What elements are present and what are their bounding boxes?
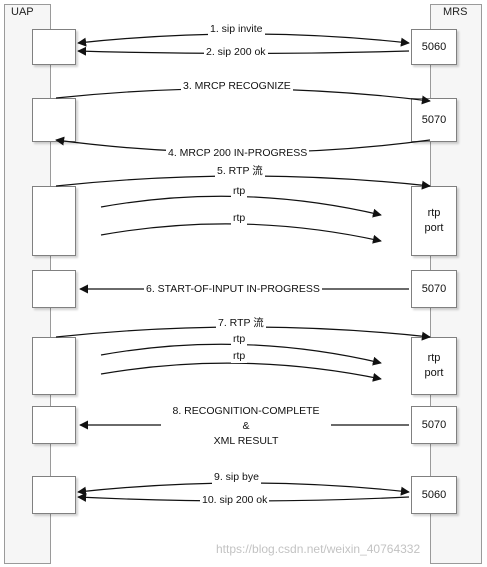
mrs-port-5070-box: 5070 xyxy=(411,98,457,142)
msg-3-label: 3. MRCP RECOGNIZE xyxy=(181,80,293,93)
msg-4-label: 4. MRCP 200 IN-PROGRESS xyxy=(166,147,310,160)
arrow-5-rtp-b xyxy=(100,223,382,244)
uap-box-4 xyxy=(32,270,76,308)
uap-lane-title: UAP xyxy=(11,6,34,18)
uap-box-3 xyxy=(32,186,76,256)
uap-box-2 xyxy=(32,98,76,142)
rtp-port-line2-2: port xyxy=(424,367,444,379)
uap-box-5 xyxy=(32,337,76,395)
mrs-port-5060-label: 5060 xyxy=(421,40,447,53)
msg-1-label: 1. sip invite xyxy=(208,23,265,36)
msg-9-label: 9. sip bye xyxy=(212,471,261,484)
mrs-port-5070-label-3: 5070 xyxy=(421,418,447,431)
rtp-port-line1-2: rtp xyxy=(427,352,441,364)
mrs-port-5070-box-3: 5070 xyxy=(411,406,457,444)
arrow-9-sip-bye xyxy=(77,482,410,496)
uap-box-1 xyxy=(32,29,76,65)
mrs-lane-title: MRS xyxy=(443,6,468,18)
mrs-port-5070-label-2: 5070 xyxy=(421,282,447,295)
arrow-7-rtp-b xyxy=(100,362,382,382)
mrs-port-5070-label: 5070 xyxy=(421,113,447,126)
msg-5-rtp-b-label: rtp xyxy=(231,212,248,225)
msg-5-rtp-a-label: rtp xyxy=(231,185,248,198)
msg-8-line3: XML RESULT xyxy=(213,435,279,447)
rtp-port-line2: port xyxy=(424,222,444,234)
msg-8-line1: 8. RECOGNITION-COMPLETE xyxy=(172,405,320,417)
mrs-port-5060-box: 5060 xyxy=(411,29,457,65)
msg-7-rtp-a-label: rtp xyxy=(231,333,248,346)
mrs-port-5070-box-2: 5070 xyxy=(411,270,457,308)
uap-box-6 xyxy=(32,406,76,444)
uap-box-7 xyxy=(32,476,76,514)
watermark: https://blog.csdn.net/weixin_40764332 xyxy=(216,542,421,556)
msg-10-label: 10. sip 200 ok xyxy=(200,494,270,507)
msg-8-label: 8. RECOGNITION-COMPLETE & XML RESULT xyxy=(161,404,331,449)
msg-5-label: 5. RTP 流 xyxy=(215,165,265,178)
mrs-port-5060-label-2: 5060 xyxy=(421,488,447,501)
mrs-port-5060-box-2: 5060 xyxy=(411,476,457,514)
rtp-port-line1: rtp xyxy=(427,207,441,219)
msg-6-label: 6. START-OF-INPUT IN-PROGRESS xyxy=(144,283,322,296)
mrs-rtp-port-box-2: rtp port xyxy=(411,337,457,395)
mrs-rtp-port-box: rtp port xyxy=(411,186,457,256)
msg-8-line2: & xyxy=(242,420,250,432)
msg-7-rtp-b-label: rtp xyxy=(231,350,248,363)
msg-2-label: 2. sip 200 ok xyxy=(204,46,268,59)
msg-7-label: 7. RTP 流 xyxy=(216,317,266,330)
